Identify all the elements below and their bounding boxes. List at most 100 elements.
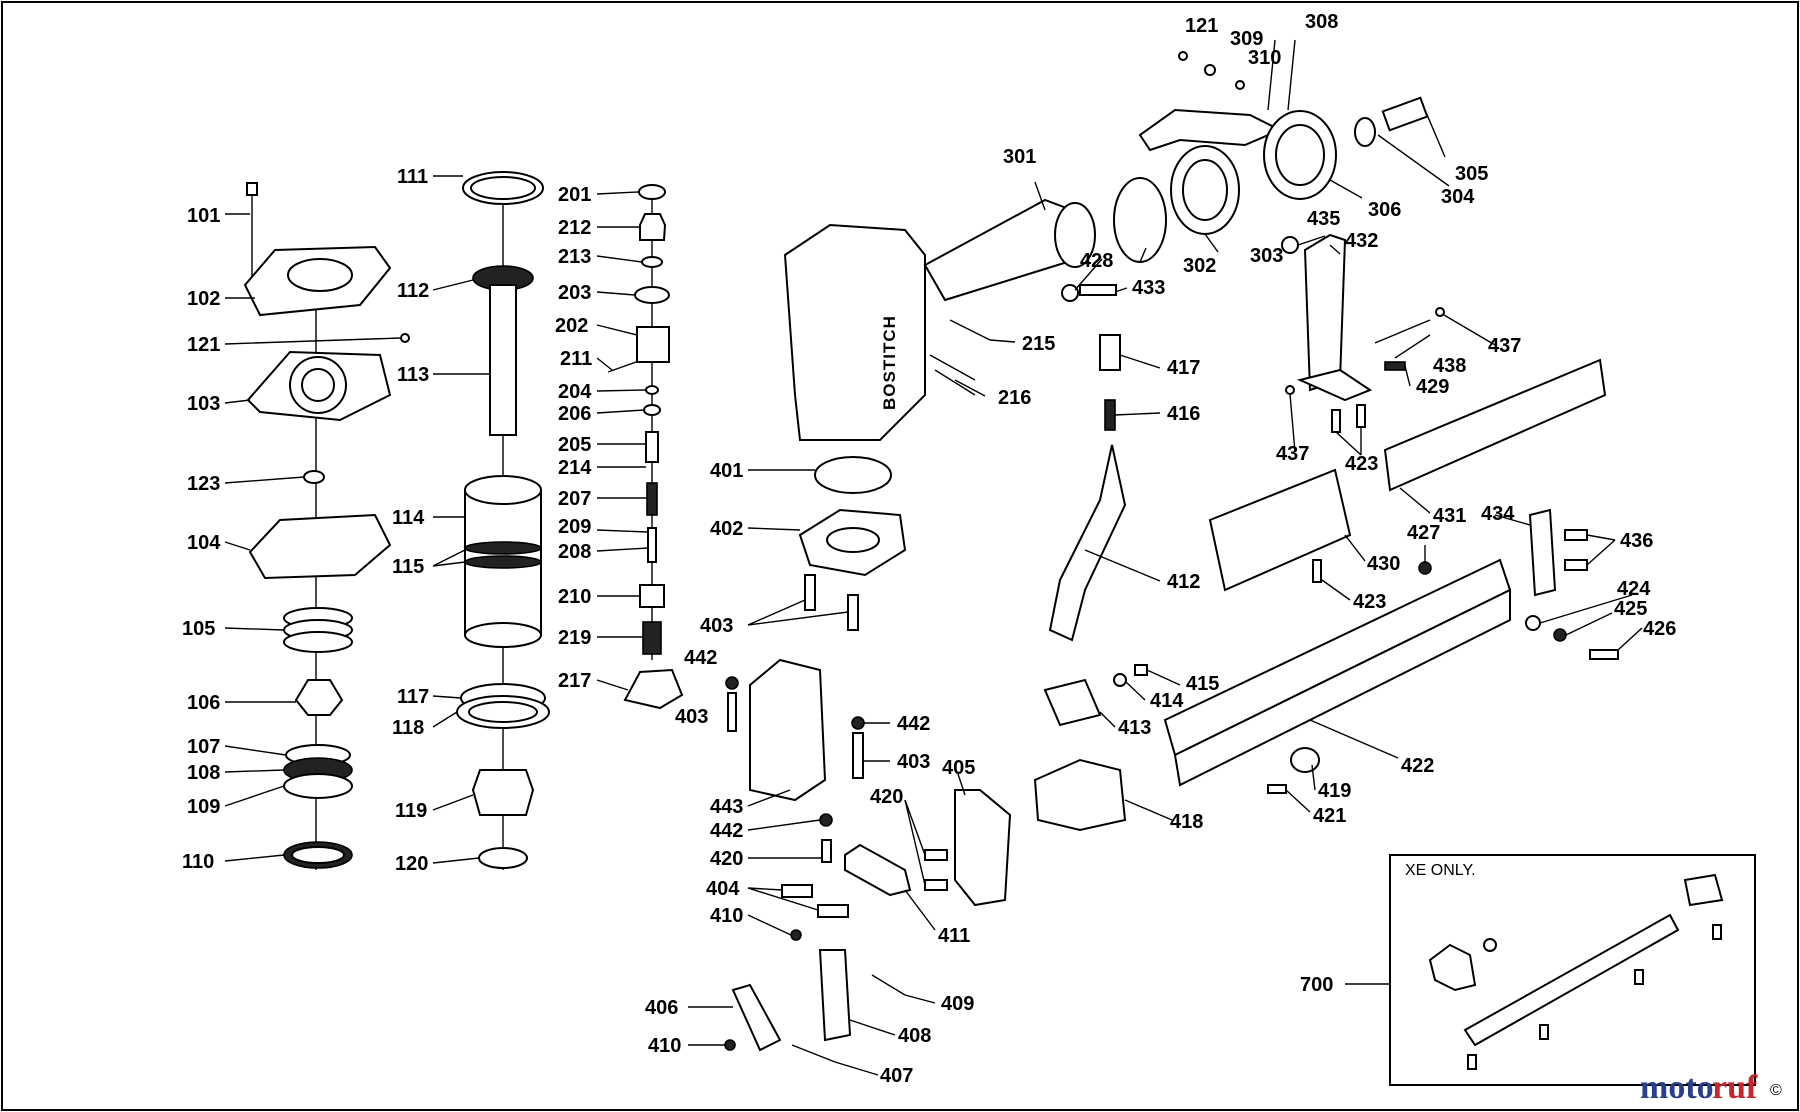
part-104-gasket (248, 513, 392, 580)
part-109-ring (283, 773, 353, 799)
part-428-washer (1061, 284, 1079, 302)
callout-123: 123 (187, 473, 220, 495)
part-414-washer (1113, 673, 1127, 687)
callout-418: 418 (1170, 811, 1203, 833)
part-427-nut (1418, 561, 1432, 575)
part-418-follower (1033, 758, 1127, 832)
callout-101: 101 (187, 205, 220, 227)
callout-103: 103 (187, 393, 220, 415)
callout-428: 428 (1080, 250, 1113, 272)
inset-clip (1683, 873, 1724, 907)
callout-429: 429 (1416, 376, 1449, 398)
callout-306: 306 (1368, 199, 1401, 221)
callout-431: 431 (1433, 505, 1466, 527)
inset-note: XE ONLY. (1405, 862, 1476, 879)
callout-420: 420 (710, 848, 743, 870)
part-431-rail (1383, 358, 1607, 492)
part-217-trigger (623, 668, 684, 710)
callout-121-top: 121 (1185, 15, 1218, 37)
callout-438: 438 (1433, 355, 1466, 377)
callout-118: 118 (392, 717, 424, 739)
part-310-ball (1235, 80, 1245, 90)
part-202-valve-body (636, 326, 670, 363)
part-207-spring (646, 482, 658, 516)
callout-117: 117 (397, 686, 429, 708)
callout-219: 219 (558, 627, 591, 649)
part-208-plunger (647, 527, 657, 563)
part-419-spring-cover (1290, 747, 1320, 773)
callout-112: 112 (397, 280, 429, 302)
callout-110: 110 (182, 851, 214, 873)
callout-102: 102 (187, 288, 220, 310)
callout-209: 209 (558, 516, 591, 538)
part-302-o-ring (1113, 177, 1167, 263)
part-216-pins (929, 354, 976, 381)
callout-104: 104 (187, 532, 221, 554)
callout-410-b: 410 (648, 1035, 681, 1057)
part-421-screw (1267, 784, 1287, 794)
callout-421: 421 (1313, 805, 1346, 827)
part-438-pin (1374, 319, 1431, 344)
part-412-bracket (1048, 444, 1127, 642)
part-429-spring (1384, 361, 1406, 371)
callout-120: 120 (395, 853, 428, 875)
copyright-mark: © (1770, 1082, 1782, 1099)
part-417-latch (1099, 334, 1121, 371)
callout-424: 424 (1617, 578, 1651, 600)
callout-437-b: 437 (1276, 443, 1309, 465)
callout-432: 432 (1345, 230, 1378, 252)
part-201-o-ring (638, 184, 666, 200)
callout-213: 213 (558, 246, 591, 268)
part-211-pin (607, 361, 637, 373)
callout-422: 422 (1401, 755, 1434, 777)
callout-415: 415 (1186, 673, 1219, 695)
part-115-o-rings (464, 541, 542, 555)
callout-121: 121 (187, 334, 220, 356)
callout-204: 204 (558, 381, 592, 403)
callout-115: 115 (392, 556, 424, 578)
part-432-bracket (1303, 233, 1347, 392)
part-423-screws (1331, 409, 1341, 433)
callout-201: 201 (558, 184, 591, 206)
part-120-plate (478, 847, 528, 869)
callout-211: 211 (560, 348, 592, 370)
callout-416: 416 (1167, 403, 1200, 425)
callout-109: 109 (187, 796, 220, 818)
callout-206: 206 (558, 403, 591, 425)
part-210-bushing (639, 584, 665, 608)
callout-437: 437 (1488, 335, 1521, 357)
callout-401: 401 (710, 460, 743, 482)
callout-305: 305 (1455, 163, 1488, 185)
part-113-driver-blade (489, 284, 517, 436)
callout-403: 403 (700, 615, 733, 637)
callout-430: 430 (1367, 553, 1400, 575)
part-119-valve (471, 769, 535, 816)
part-416-spring (1104, 399, 1116, 431)
callout-212: 212 (558, 217, 591, 239)
callout-413: 413 (1118, 717, 1151, 739)
brand-label: BOSTITCH (880, 315, 899, 410)
part-443-plate (749, 658, 827, 802)
part-405-contact-arm (954, 789, 1012, 907)
part-301-body (783, 223, 926, 441)
callout-403-c: 403 (897, 751, 930, 773)
part-403-screw (804, 574, 816, 611)
inset-pusher (1428, 943, 1477, 992)
part-430-bracket (1208, 468, 1352, 592)
callout-426: 426 (1643, 618, 1676, 640)
callout-420-b: 420 (870, 786, 903, 808)
callout-302: 302 (1183, 255, 1216, 277)
callout-105: 105 (182, 618, 215, 640)
part-308-screw (1267, 39, 1276, 111)
part-435-nut (1281, 236, 1299, 254)
exhaust-assembly (1113, 39, 1429, 263)
callout-436: 436 (1620, 530, 1653, 552)
callout-108: 108 (187, 762, 220, 784)
part-219-spring (642, 621, 662, 655)
callout-425: 425 (1614, 598, 1647, 620)
callout-417: 417 (1167, 357, 1200, 379)
callout-406: 406 (645, 997, 678, 1019)
part-410-clip (790, 929, 802, 941)
part-437-screw (1435, 307, 1445, 317)
